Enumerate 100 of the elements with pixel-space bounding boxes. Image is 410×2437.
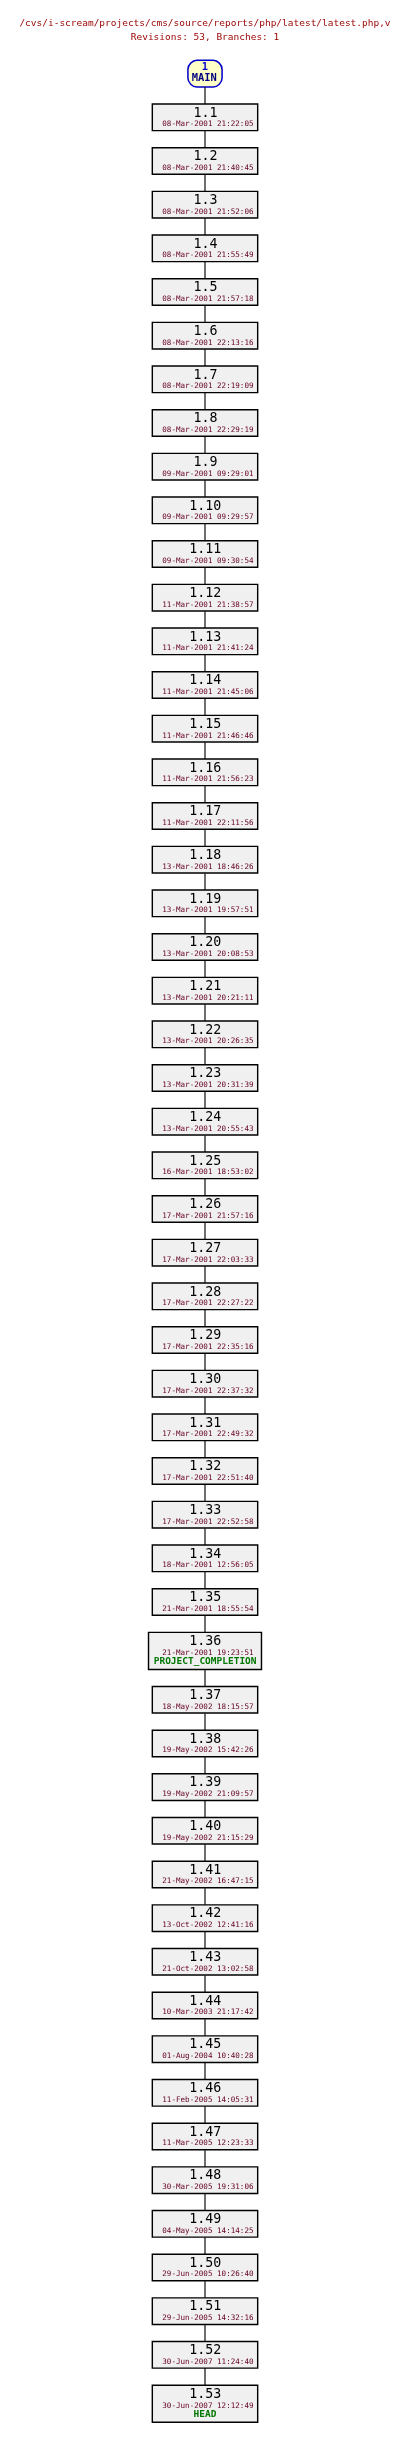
connector <box>204 2236 206 2255</box>
node-box: 1.22 13-Mar-2001 20:26:35 <box>151 1020 259 1049</box>
connector <box>204 436 206 454</box>
connector <box>204 1134 206 1153</box>
connector <box>204 960 206 978</box>
node-box: 1.35 21-Mar-2001 18:55:54 <box>151 1588 259 1616</box>
node-box: 1.26 17-Mar-2001 21:57:16 <box>151 1195 259 1223</box>
connector <box>204 2367 206 2386</box>
connector <box>204 1571 206 1590</box>
connector <box>204 1265 206 1284</box>
connector <box>204 261 206 280</box>
node-box: 1.50 29-Jun-2005 10:26:40 <box>151 2253 259 2282</box>
connector <box>204 610 206 629</box>
node-box: 1.23 13-Mar-2001 20:31:39 <box>151 1064 259 1092</box>
node-box: 1.10 09-Mar-2001 09:29:57 <box>151 496 259 525</box>
connector <box>204 2193 206 2211</box>
node-box: 1.1 08-Mar-2001 21:22:05 <box>151 103 259 132</box>
node-box: 1.18 13-Mar-2001 18:46:26 <box>151 845 259 874</box>
connector <box>204 2018 206 2037</box>
connector <box>204 872 206 891</box>
node-box: 1.31 17-Mar-2001 22:49:32 <box>151 1413 259 1442</box>
connector <box>204 1440 206 1459</box>
connector <box>204 916 206 935</box>
node-box: 1.27 17-Mar-2001 22:03:33 <box>151 1238 259 1267</box>
node-box: 1.47 11-Mar-2005 12:23:33 <box>151 2122 259 2151</box>
connector <box>204 2105 206 2124</box>
node-box: 1.34 18-Mar-2001 12:56:05 <box>151 1544 259 1573</box>
node-box: 1.33 17-Mar-2001 22:52:58 <box>151 1500 259 1529</box>
node-box: 1.11 09-Mar-2001 09:30:54 <box>151 540 259 568</box>
diagram-title: /cvs/i-scream/projects/cms/source/reports/php/latest/latest.php,v <box>19 17 391 29</box>
connector <box>204 654 206 673</box>
connector <box>204 2280 206 2299</box>
node-box: 1.14 11-Mar-2001 21:45:06 <box>151 671 259 699</box>
node-box: 1.16 11-Mar-2001 21:56:23 <box>151 758 259 787</box>
node-box: 1.12 11-Mar-2001 21:38:57 <box>151 583 259 612</box>
connector <box>204 2062 206 2080</box>
node-box: 1.42 13-Oct-2002 12:41:16 <box>151 1904 259 1933</box>
node-box: 1.36 21-Mar-2001 19:23:51 PROJECT_COMPLETION <box>147 1631 263 1671</box>
node-box: 1.21 13-Mar-2001 20:21:11 <box>151 976 259 1005</box>
connector <box>204 86 206 105</box>
node-box: 1.38 19-May-2002 15:42:26 <box>151 1729 259 1758</box>
node-box: 1.43 21-Oct-2002 13:02:58 <box>151 1947 259 1976</box>
node-box: 1.44 10-Mar-2003 21:17:42 <box>151 1991 259 2020</box>
node-box: 1.46 11-Feb-2005 14:05:31 <box>151 2078 259 2107</box>
node-box: 1.8 08-Mar-2001 22:29:19 <box>151 409 259 437</box>
node-box: 1.28 17-Mar-2001 22:27:22 <box>151 1282 259 1311</box>
node-box: 1.29 17-Mar-2001 22:35:16 <box>151 1326 259 1354</box>
connector <box>204 1091 206 1109</box>
node-box: 1.24 13-Mar-2001 20:55:43 <box>151 1107 259 1136</box>
connector <box>204 1712 206 1731</box>
connector <box>204 1222 206 1240</box>
node-box: 1.25 16-Mar-2001 18:53:02 <box>151 1151 259 1180</box>
node-box: 1.40 19-May-2002 21:15:29 <box>151 1816 259 1845</box>
node-box: 1.3 08-Mar-2001 21:52:06 <box>151 190 259 219</box>
node-box: 1.5 08-Mar-2001 21:57:18 <box>151 278 259 306</box>
node-box: 1.30 17-Mar-2001 22:37:32 <box>151 1369 259 1398</box>
connector <box>204 1974 206 1993</box>
connector <box>204 1353 206 1371</box>
connector <box>204 1669 206 1688</box>
connector <box>204 1003 206 1022</box>
connector <box>204 1887 206 1906</box>
connector <box>204 174 206 192</box>
node-box: 1.39 19-May-2002 21:09:57 <box>151 1773 259 1802</box>
node-box: 1.15 11-Mar-2001 21:46:46 <box>151 714 259 743</box>
connector <box>204 2324 206 2343</box>
connector <box>204 785 206 804</box>
connector <box>204 1527 206 1546</box>
connector <box>204 741 206 760</box>
connector <box>204 479 206 498</box>
connector <box>204 1484 206 1502</box>
connector <box>204 1309 206 1328</box>
node-box: 1.41 21-May-2002 16:47:15 <box>151 1860 259 1889</box>
node-box: 1.51 29-Jun-2005 14:32:16 <box>151 2297 259 2326</box>
connector <box>204 217 206 236</box>
connector <box>204 392 206 411</box>
label: Revisions: 53, Branches: 1 <box>130 31 280 43</box>
node-box: 1.32 17-Mar-2001 22:51:40 <box>151 1457 259 1485</box>
connector <box>204 348 206 367</box>
connector <box>204 698 206 716</box>
connector <box>204 2149 206 2168</box>
connector <box>204 523 206 542</box>
node-box: 1.53 30-Jun-2007 12:12:49 HEAD <box>151 2384 259 2423</box>
node-box: 1.19 13-Mar-2001 19:57:51 <box>151 889 259 918</box>
connector <box>204 1178 206 1197</box>
connector <box>204 1843 206 1862</box>
connector <box>204 1396 206 1415</box>
node-box: 1.52 30-Jun-2007 11:24:40 <box>151 2340 259 2369</box>
connector <box>204 305 206 323</box>
node-box: 1.17 11-Mar-2001 22:11:56 <box>151 802 259 830</box>
node-box: 1.45 01-Aug-2004 10:40:28 <box>151 2035 259 2064</box>
node-box: 1.6 08-Mar-2001 22:13:16 <box>151 321 259 350</box>
node-box: 1.37 18-May-2002 18:15:57 <box>151 1685 259 1714</box>
node-box: 1.4 08-Mar-2001 21:55:49 <box>151 234 259 263</box>
node-box: 1.7 08-Mar-2001 22:19:09 <box>151 365 259 394</box>
node-box: 1.2 08-Mar-2001 21:40:45 <box>151 147 259 175</box>
node-box: 1.9 09-Mar-2001 09:29:01 <box>151 452 259 481</box>
connector <box>204 829 206 847</box>
node-box: 1.13 11-Mar-2001 21:41:24 <box>151 627 259 656</box>
node-box: 1.49 04-May-2005 14:14:25 <box>151 2209 259 2238</box>
node-box: 1.48 30-Mar-2005 19:31:06 <box>151 2166 259 2195</box>
